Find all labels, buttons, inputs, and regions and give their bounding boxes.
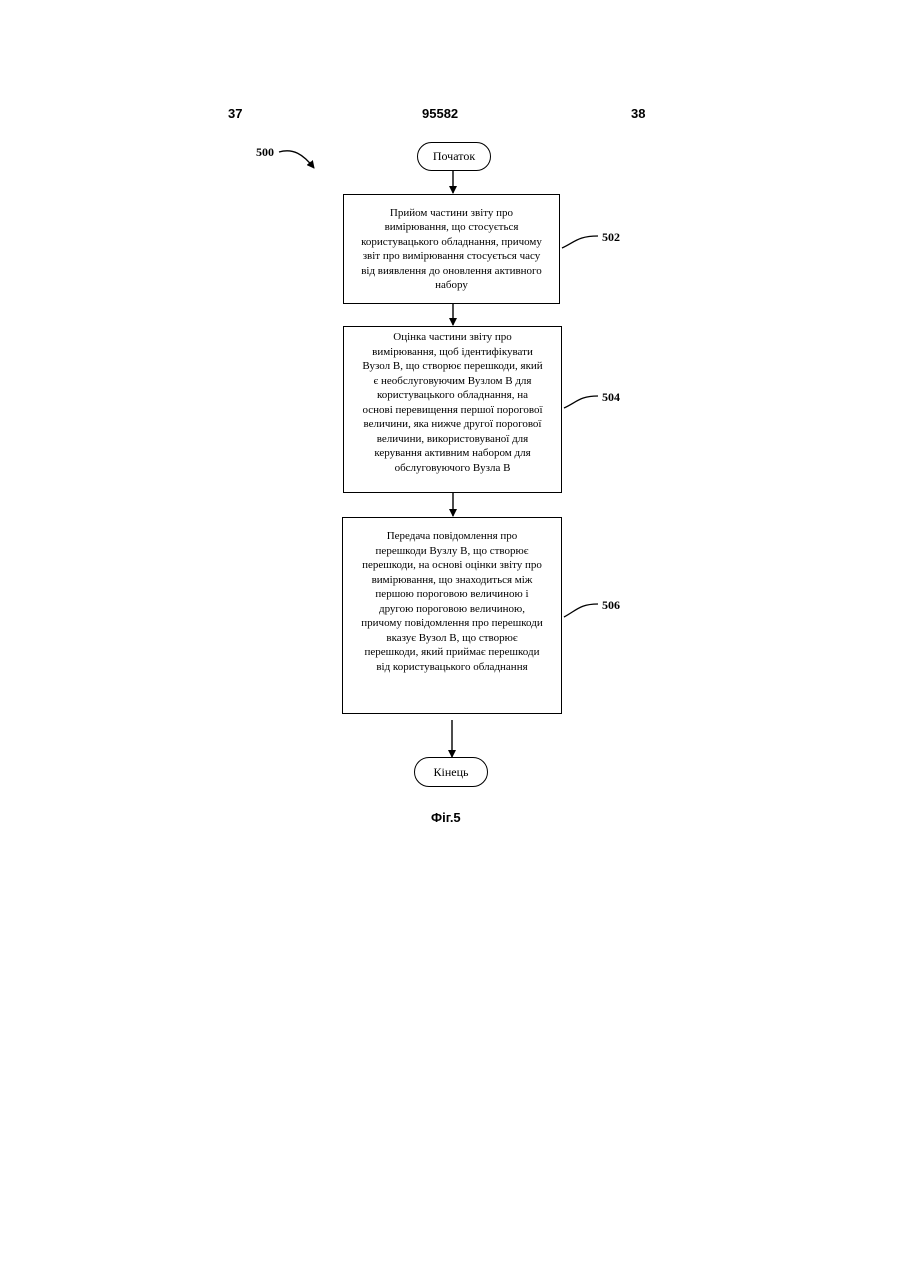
step-506-box: Передача повідомлення про перешкоди Вузл… bbox=[342, 517, 562, 714]
ref-502-label: 502 bbox=[602, 230, 620, 245]
step-504-box: Оцінка частини звіту про вимірювання, що… bbox=[343, 326, 562, 493]
ref-506-leader bbox=[564, 604, 598, 617]
start-terminal: Початок bbox=[417, 142, 491, 171]
step-502-box: Прийом частини звіту про вимірювання, що… bbox=[343, 194, 560, 304]
ref-502-leader bbox=[562, 236, 598, 248]
end-label: Кінець bbox=[434, 765, 469, 780]
figure-label-500: 500 bbox=[256, 145, 274, 160]
end-terminal: Кінець bbox=[414, 757, 488, 787]
ref-504-label: 504 bbox=[602, 390, 620, 405]
label-500-leader bbox=[279, 151, 314, 168]
ref-504-leader bbox=[564, 396, 598, 408]
start-label: Початок bbox=[433, 149, 475, 164]
figure-caption: Фіг.5 bbox=[431, 810, 461, 825]
ref-506-label: 506 bbox=[602, 598, 620, 613]
